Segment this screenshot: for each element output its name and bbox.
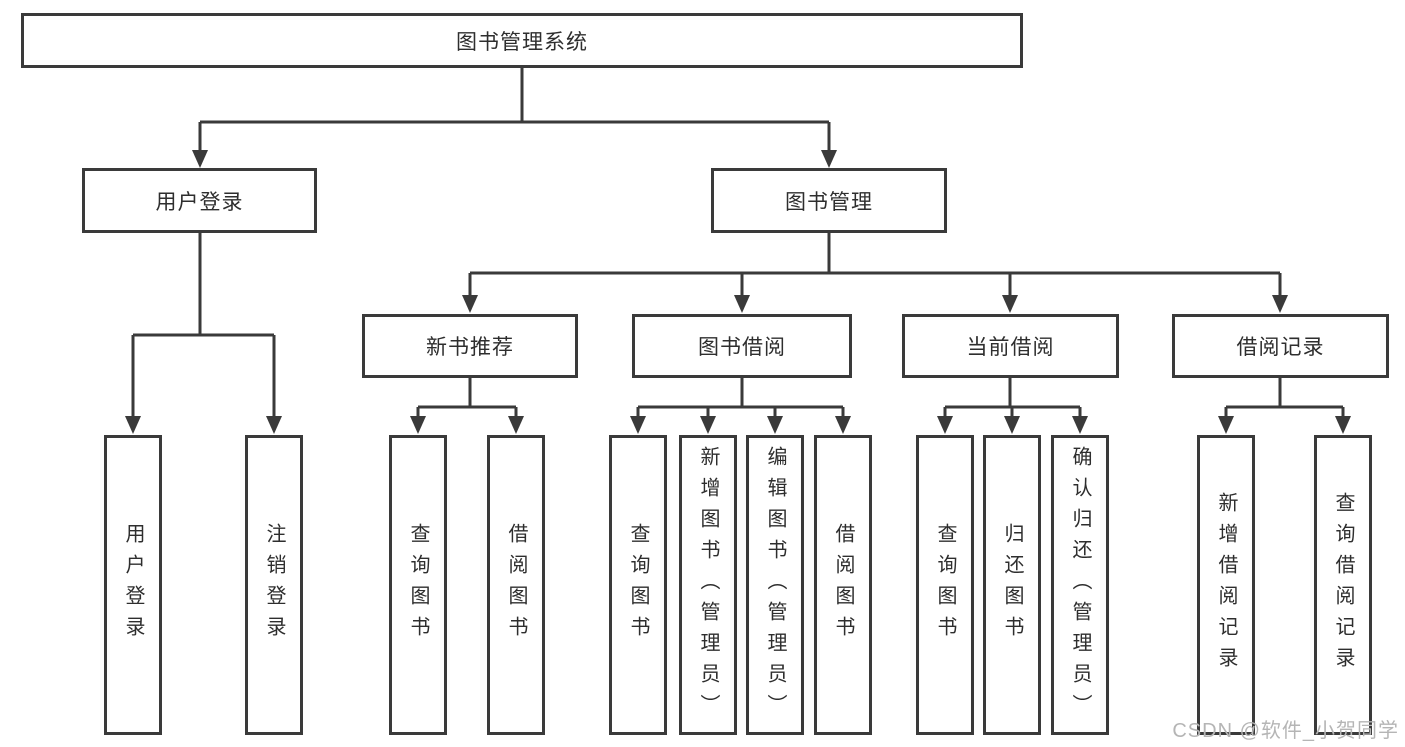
arrowhead-icon: [734, 295, 750, 313]
arrowhead-icon: [1218, 416, 1234, 434]
leaf-query-books-borrow: 查询图书: [609, 435, 667, 735]
leaf-user-login: 用户登录: [104, 435, 162, 735]
leaf-add-books-admin: 新增图书（管理员）: [679, 435, 737, 735]
node-library-management-system: 图书管理系统: [21, 13, 1023, 68]
leaf-edit-books-admin: 编辑图书（管理员）: [746, 435, 804, 735]
leaf-borrow-books: 借阅图书: [814, 435, 872, 735]
leaf-label: 确认归还（管理员）: [1069, 445, 1091, 725]
arrowhead-icon: [700, 416, 716, 434]
connector-borrow-record-to-children: [1218, 378, 1351, 434]
leaf-label: 新增图书（管理员）: [697, 445, 719, 725]
leaf-confirm-return-admin: 确认归还（管理员）: [1051, 435, 1109, 735]
node-label: 图书管理: [785, 190, 873, 214]
node-borrow-record: 借阅记录: [1172, 314, 1389, 378]
arrowhead-icon: [821, 150, 837, 168]
leaf-add-borrow-record: 新增借阅记录: [1197, 435, 1255, 735]
connector-new-book-to-children: [410, 378, 524, 434]
connector-root-to-level2: [192, 68, 837, 168]
arrowhead-icon: [1272, 295, 1288, 313]
arrowhead-icon: [835, 416, 851, 434]
leaf-label: 查询借阅记录: [1332, 492, 1354, 678]
node-label: 借阅记录: [1236, 336, 1325, 359]
leaf-label: 查询图书: [407, 523, 429, 647]
node-book-borrow: 图书借阅: [632, 314, 852, 378]
node-label: 当前借阅: [966, 336, 1055, 359]
leaf-label: 注销登录: [263, 523, 285, 647]
arrowhead-icon: [192, 150, 208, 168]
node-user-login: 用户登录: [82, 168, 317, 233]
arrowhead-icon: [937, 416, 953, 434]
node-book-management: 图书管理: [711, 168, 947, 233]
leaf-label: 借阅图书: [832, 523, 854, 647]
leaf-label: 归还图书: [1001, 523, 1023, 647]
csdn-watermark: CSDN @软件_小贺同学: [1172, 720, 1399, 742]
node-new-book-recommend: 新书推荐: [362, 314, 578, 378]
node-label: 图书管理系统: [456, 30, 588, 54]
node-label: 用户登录: [155, 190, 244, 214]
leaf-label: 用户登录: [122, 523, 144, 647]
leaf-logout: 注销登录: [245, 435, 303, 735]
arrowhead-icon: [266, 416, 282, 434]
leaf-query-books-current: 查询图书: [916, 435, 974, 735]
leaf-label: 借阅图书: [505, 523, 527, 647]
connector-current-borrow-to-children: [937, 378, 1088, 434]
arrowhead-icon: [1335, 416, 1351, 434]
node-label: 新书推荐: [426, 336, 514, 359]
leaf-label: 查询图书: [627, 523, 649, 647]
leaf-borrow-books-recommend: 借阅图书: [487, 435, 545, 735]
leaf-label: 编辑图书（管理员）: [764, 445, 786, 725]
connector-book-management-to-children: [462, 233, 1288, 313]
leaf-query-borrow-record: 查询借阅记录: [1314, 435, 1372, 735]
arrowhead-icon: [410, 416, 426, 434]
arrowhead-icon: [1072, 416, 1088, 434]
arrowhead-icon: [1002, 295, 1018, 313]
arrowhead-icon: [462, 295, 478, 313]
leaf-query-books-recommend: 查询图书: [389, 435, 447, 735]
connector-book-borrow-to-children: [630, 378, 851, 434]
arrowhead-icon: [767, 416, 783, 434]
node-label: 图书借阅: [698, 336, 786, 359]
node-current-borrow: 当前借阅: [902, 314, 1119, 378]
arrowhead-icon: [508, 416, 524, 434]
connector-user-login-to-children: [125, 233, 282, 434]
arrowhead-icon: [125, 416, 141, 434]
leaf-label: 新增借阅记录: [1215, 492, 1237, 678]
leaf-label: 查询图书: [934, 523, 956, 647]
leaf-return-books: 归还图书: [983, 435, 1041, 735]
arrowhead-icon: [630, 416, 646, 434]
arrowhead-icon: [1004, 416, 1020, 434]
